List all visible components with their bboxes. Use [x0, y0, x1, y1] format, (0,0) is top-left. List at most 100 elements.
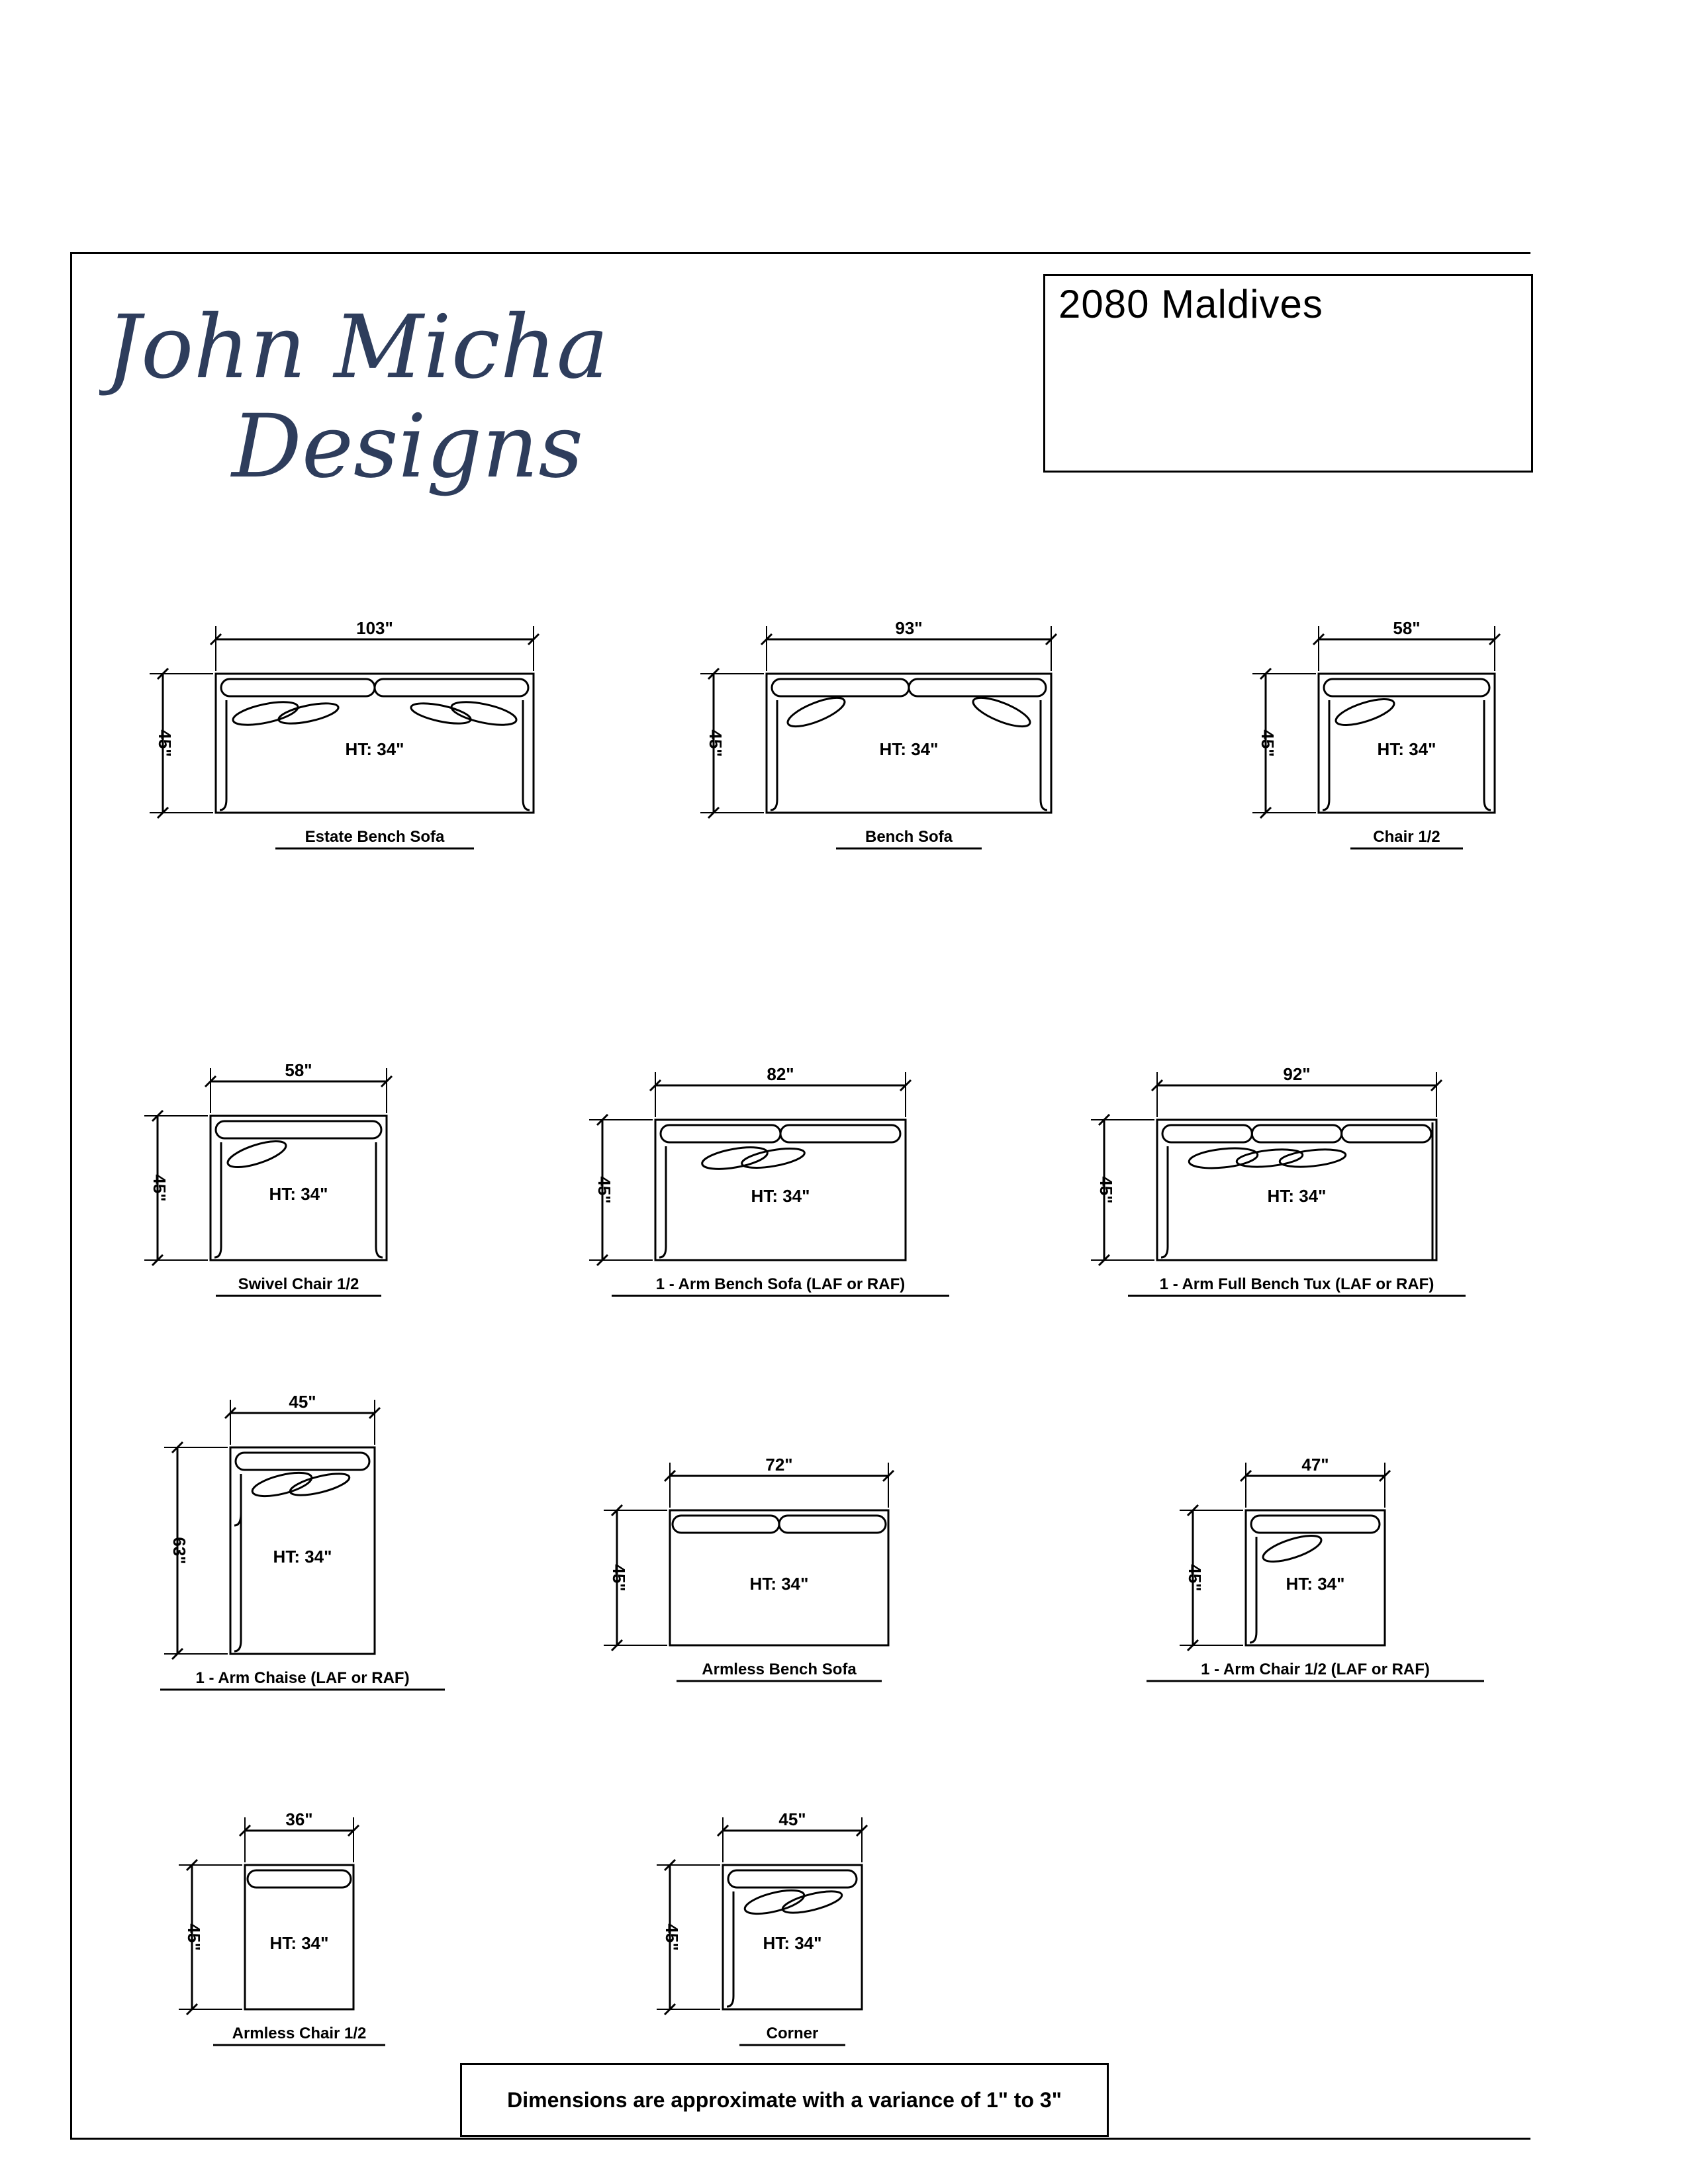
- right-arm: [1483, 700, 1491, 811]
- back-cushion: [1250, 1514, 1381, 1534]
- depth-label: 45": [184, 1923, 204, 1950]
- throw-pillow: [1262, 1535, 1323, 1563]
- depth-tick-bottom: [610, 1639, 624, 1652]
- width-label: 93": [895, 618, 922, 638]
- piece-group: 103"45"HT: 34"Estate Bench Sofa: [150, 618, 540, 850]
- width-tick-left: [649, 1079, 662, 1092]
- depth-tick-top: [151, 1109, 164, 1122]
- piece-outline: [722, 1864, 863, 2011]
- piece-svg: 45"45"HT: 34"Corner: [657, 1809, 868, 2046]
- piece-diagram: 45"63"HT: 34"1 - Arm Chaise (LAF or RAF): [160, 1388, 445, 1753]
- throw-pillow: [1235, 1148, 1304, 1168]
- back-cushion: [1340, 1124, 1432, 1144]
- piece-group: 45"63"HT: 34"1 - Arm Chaise (LAF or RAF): [160, 1392, 445, 1691]
- depth-tick-bottom: [185, 2003, 199, 2016]
- depth-tick-bottom: [663, 2003, 677, 2016]
- width-tick-right: [1488, 633, 1501, 646]
- piece-svg: 72"45"HT: 34"Armless Bench Sofa: [604, 1455, 895, 1682]
- back-cushion: [659, 1124, 782, 1144]
- throw-pillow: [701, 1146, 769, 1170]
- brand-logo: John Michael Designs: [91, 291, 688, 529]
- piece-svg: 93"45"HT: 34"Bench Sofa: [700, 618, 1058, 850]
- brand-logo-line1: John Michael: [99, 296, 602, 398]
- width-label: 72": [765, 1455, 792, 1475]
- throw-pillow: [1278, 1148, 1347, 1168]
- piece-svg: 103"45"HT: 34"Estate Bench Sofa: [150, 618, 540, 850]
- left-arm: [214, 1142, 222, 1259]
- height-label: HT: 34": [1286, 1574, 1345, 1594]
- back-cushion: [246, 1869, 352, 1889]
- depth-label: 45": [155, 729, 175, 756]
- width-tick-right: [899, 1079, 912, 1092]
- piece-group: 72"45"HT: 34"Armless Bench Sofa: [604, 1455, 895, 1682]
- throw-pillow: [1335, 698, 1395, 726]
- brand-logo-line2: Designs: [230, 396, 583, 498]
- piece-diagram: 72"45"HT: 34"Armless Bench Sofa: [604, 1451, 948, 1745]
- throw-pillow: [743, 1889, 806, 1915]
- piece-group: 47"45"HT: 34"1 - Arm Chair 1/2 (LAF or R…: [1147, 1455, 1484, 1682]
- throw-pillow: [1188, 1147, 1259, 1169]
- width-tick-left: [224, 1406, 237, 1420]
- left-arm: [234, 1474, 242, 1653]
- width-tick-right: [1045, 633, 1058, 646]
- piece-group: 36"45"HT: 34"Armless Chair 1/2: [179, 1809, 385, 2046]
- width-tick-right: [380, 1075, 393, 1088]
- width-tick-left: [1312, 633, 1325, 646]
- depth-tick-top: [707, 667, 720, 680]
- height-label: HT: 34": [763, 1933, 822, 1953]
- width-label: 58": [285, 1060, 312, 1080]
- height-label: HT: 34": [880, 739, 939, 759]
- depth-tick-bottom: [596, 1253, 609, 1267]
- left-arm: [1322, 700, 1331, 811]
- frame-bottom-border: [70, 2138, 1530, 2140]
- width-label: 45": [778, 1809, 806, 1829]
- piece-outline: [669, 1509, 890, 1647]
- piece-caption: Armless Chair 1/2: [232, 2025, 367, 2042]
- height-label: HT: 34": [751, 1186, 810, 1206]
- left-arm: [1160, 1146, 1169, 1259]
- depth-tick-top: [596, 1113, 609, 1126]
- piece-diagram: 92"45"HT: 34"1 - Arm Full Bench Tux (LAF…: [1091, 1060, 1496, 1359]
- piece-diagram: 47"45"HT: 34"1 - Arm Chair 1/2 (LAF or R…: [1147, 1451, 1484, 1745]
- depth-label: 45": [662, 1923, 682, 1950]
- dimension-note: Dimensions are approximate with a varian…: [507, 2087, 1062, 2112]
- height-label: HT: 34": [346, 739, 404, 759]
- depth-tick-top: [610, 1504, 624, 1517]
- piece-outline: [654, 1118, 907, 1261]
- depth-tick-bottom: [171, 1647, 184, 1661]
- width-tick-left: [760, 633, 773, 646]
- brand-logo-graphic: John Michael Designs: [91, 296, 688, 498]
- width-tick-right: [527, 633, 540, 646]
- width-label: 82": [767, 1064, 794, 1084]
- height-label: HT: 34": [750, 1574, 809, 1594]
- piece-diagram: 45"45"HT: 34"Corner: [657, 1805, 921, 2109]
- piece-group: 45"45"HT: 34"Corner: [657, 1809, 868, 2046]
- depth-label: 45": [609, 1564, 629, 1591]
- depth-tick-top: [171, 1441, 184, 1454]
- piece-diagram: 58"45"HT: 34"Chair 1/2: [1252, 614, 1554, 912]
- depth-tick-bottom: [151, 1253, 164, 1267]
- piece-diagram: 82"45"HT: 34"1 - Arm Bench Sofa (LAF or …: [589, 1060, 965, 1359]
- height-label: HT: 34": [1378, 739, 1436, 759]
- piece-caption: 1 - Arm Chair 1/2 (LAF or RAF): [1201, 1661, 1430, 1678]
- width-label: 47": [1301, 1455, 1329, 1475]
- piece-svg: 47"45"HT: 34"1 - Arm Chair 1/2 (LAF or R…: [1147, 1455, 1484, 1682]
- piece-outline: [244, 1864, 355, 2011]
- back-cushion: [1250, 1124, 1343, 1144]
- piece-outline: [1244, 1509, 1386, 1647]
- width-tick-left: [1150, 1079, 1164, 1092]
- left-arm: [726, 1891, 735, 2008]
- depth-label: 45": [1096, 1176, 1116, 1203]
- piece-caption: 1 - Arm Chaise (LAF or RAF): [195, 1669, 409, 1687]
- piece-diagram: 93"45"HT: 34"Bench Sofa: [700, 614, 1111, 912]
- right-arm: [375, 1142, 383, 1259]
- width-tick-right: [882, 1469, 895, 1482]
- back-cushion: [220, 678, 376, 698]
- throw-pillow: [289, 1473, 351, 1496]
- right-arm: [522, 700, 530, 811]
- depth-label: 45": [150, 1174, 169, 1201]
- piece-diagram: 58"45"HT: 34"Swivel Chair 1/2: [144, 1056, 446, 1359]
- piece-svg: 36"45"HT: 34"Armless Chair 1/2: [179, 1809, 385, 2046]
- throw-pillow: [972, 696, 1031, 728]
